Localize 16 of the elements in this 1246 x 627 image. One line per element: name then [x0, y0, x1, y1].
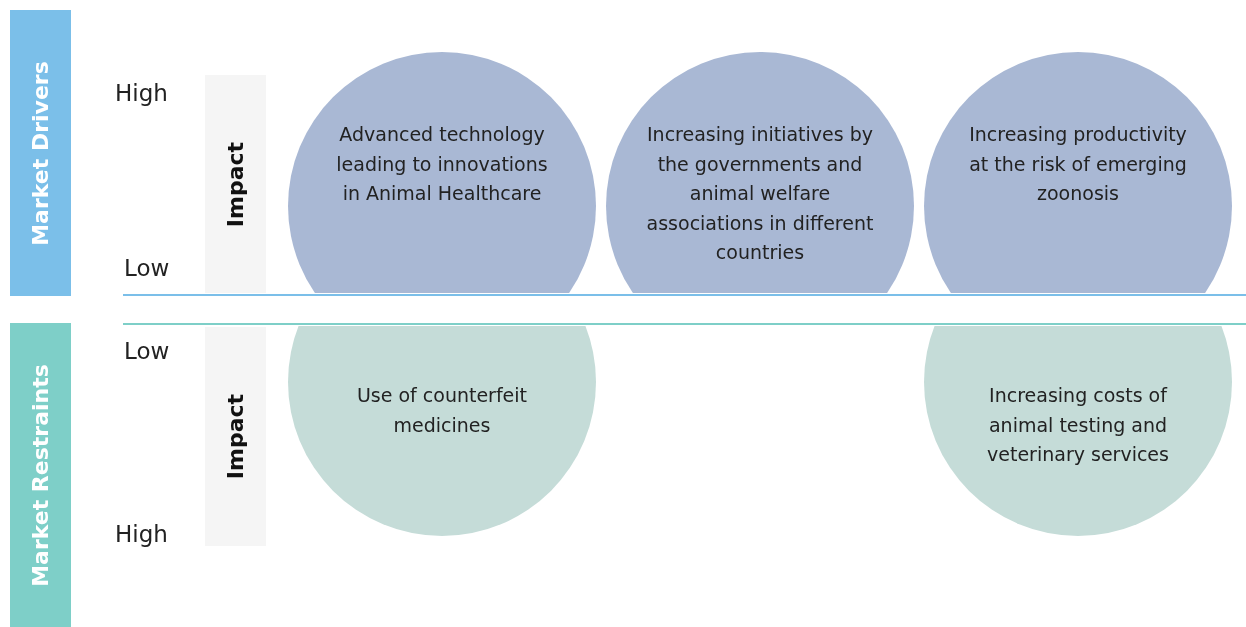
- factor-text: Advanced technology leading to innovations in Animal Healthcare: [335, 122, 549, 206]
- factor-text: Increasing costs of animal testing and veterinary services: [986, 383, 1170, 467]
- category-band: [10, 323, 71, 627]
- scale-label: Low: [124, 255, 170, 281]
- axis-title: Impact: [223, 141, 248, 227]
- axis-bar: [205, 75, 266, 293]
- axis-title: Impact: [223, 393, 248, 480]
- category-band: [10, 10, 71, 296]
- scale-label: Low: [124, 338, 170, 364]
- factor-text: Increasing initiatives by the governments and animal welfare associations in different countries: [645, 122, 875, 265]
- scale-label: High: [115, 521, 168, 547]
- factor-text: Increasing productivity at the risk of emerging zoonosis: [968, 122, 1188, 206]
- factor-text: Use of counterfeit medicines: [355, 383, 529, 438]
- category-title: Market Restraints: [28, 363, 53, 587]
- scale-label: High: [115, 80, 168, 106]
- category-title: Market Drivers: [28, 60, 53, 246]
